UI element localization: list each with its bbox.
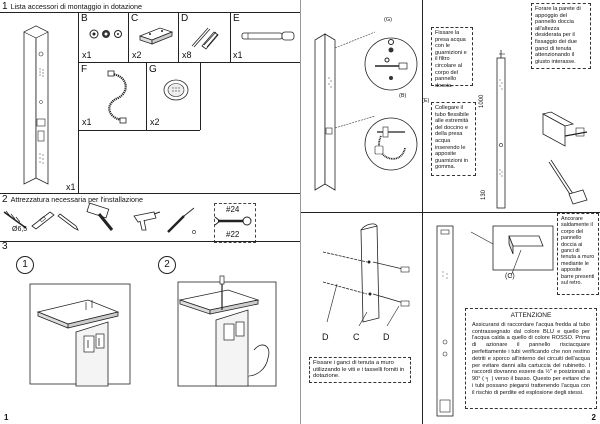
part-e-letter: E <box>233 13 240 24</box>
panel-mounted-illustration <box>436 225 454 417</box>
divider <box>0 193 300 194</box>
label-d-right: D <box>383 332 390 342</box>
shower-panel-illustration <box>23 25 49 185</box>
drill-icon <box>133 211 161 231</box>
part-c-qty: x2 <box>132 50 142 60</box>
section-1-title: Lista accessori di montaggio in dotazion… <box>10 2 143 11</box>
part-b-letter: B <box>81 13 88 24</box>
note-fix-hooks: Fissare i ganci di tenuta a muro utilizz… <box>309 357 411 383</box>
section-3-header: 3 <box>2 241 11 252</box>
divider <box>422 212 423 424</box>
divider <box>78 12 79 193</box>
divider <box>230 12 231 62</box>
callout-e: (E) <box>422 98 430 104</box>
drill-bit-label: Ø6,5 <box>12 226 28 233</box>
hook-detail-illustration <box>470 225 554 277</box>
step-2-badge: 2 <box>158 256 176 274</box>
step-2-illustration <box>177 275 277 387</box>
section-1-number: 1 <box>2 1 8 12</box>
dimension-1000: 1000 <box>479 94 485 108</box>
page-number-2: 2 <box>591 413 596 422</box>
part-e-qty: x1 <box>233 50 243 60</box>
divider <box>146 62 147 130</box>
label-d-left: D <box>322 332 329 342</box>
section-2-title: Attrezzatura necessaria per l'installazi… <box>10 195 143 204</box>
section-2-number: 2 <box>2 194 8 205</box>
dimension-130: 130 <box>481 189 487 200</box>
step-1-illustration <box>29 283 131 387</box>
page-2: (G) (B) (E) Fissare la presa acqua con l… <box>301 0 600 424</box>
label-c: C <box>353 332 360 342</box>
part-f-letter: F <box>81 64 88 75</box>
part-d-letter: D <box>181 13 189 24</box>
divider <box>0 241 300 242</box>
warning-box: ATTENZIONE Assicurarsi di raccordare l'a… <box>465 308 597 409</box>
page-fold <box>300 0 301 424</box>
panel-connections-illustration <box>314 31 418 191</box>
flexible-hose-icon <box>107 70 127 124</box>
divider <box>0 12 300 13</box>
part-c-letter: C <box>131 13 139 24</box>
step-1-badge: 1 <box>16 256 34 274</box>
part-g-letter: G <box>149 64 157 75</box>
warning-title: ATTENZIONE <box>510 312 552 319</box>
panel-qty: x1 <box>66 182 76 192</box>
hammer-icon <box>86 202 114 231</box>
note-anchor: Ancorare saldamente il corpo del pannell… <box>557 213 599 295</box>
wall-drilling-illustration <box>496 50 588 209</box>
cover-plate-icon <box>163 79 189 101</box>
part-f-qty: x1 <box>82 117 92 127</box>
screw-anchor-icon <box>191 27 219 50</box>
part-d-qty: x8 <box>182 50 192 60</box>
callout-g: (G) <box>384 17 392 23</box>
callout-c: (C) <box>505 273 515 280</box>
spirit-level-icon <box>31 211 55 230</box>
note-hose-connection: Collegare il tubo flessibile alle estrem… <box>431 102 476 176</box>
warning-text: Assicurarsi di raccordare l'acqua fredda… <box>472 321 590 396</box>
section-3-number: 3 <box>2 241 8 252</box>
callout-b: (B) <box>399 93 407 99</box>
note-panel-connection: Fissare la presa acqua con le guarnizion… <box>431 27 473 89</box>
divider <box>128 12 129 62</box>
part-g-qty: x2 <box>150 117 160 127</box>
divider <box>422 0 423 212</box>
drill-bit-icon <box>3 210 27 231</box>
divider <box>78 62 300 63</box>
screwdriver-icon <box>167 207 196 234</box>
wrench-icon <box>214 216 252 226</box>
hook-fixing-illustration <box>322 223 410 327</box>
hand-shower-icon <box>241 31 295 41</box>
gasket-filter-icon <box>89 29 122 39</box>
part-b-qty: x1 <box>82 50 92 60</box>
wrench-label-1: #24 <box>226 205 240 214</box>
pencil-icon <box>57 213 79 231</box>
wrench-label-2: #22 <box>226 230 240 239</box>
divider <box>78 130 200 131</box>
page-number-1: 1 <box>4 413 9 422</box>
divider <box>178 12 179 62</box>
divider <box>200 62 201 130</box>
divider <box>301 212 600 213</box>
note-drill-wall: Forare la parete di appoggio del pannell… <box>531 3 591 69</box>
wall-hook-icon <box>138 27 174 45</box>
wrench-box <box>214 203 256 243</box>
